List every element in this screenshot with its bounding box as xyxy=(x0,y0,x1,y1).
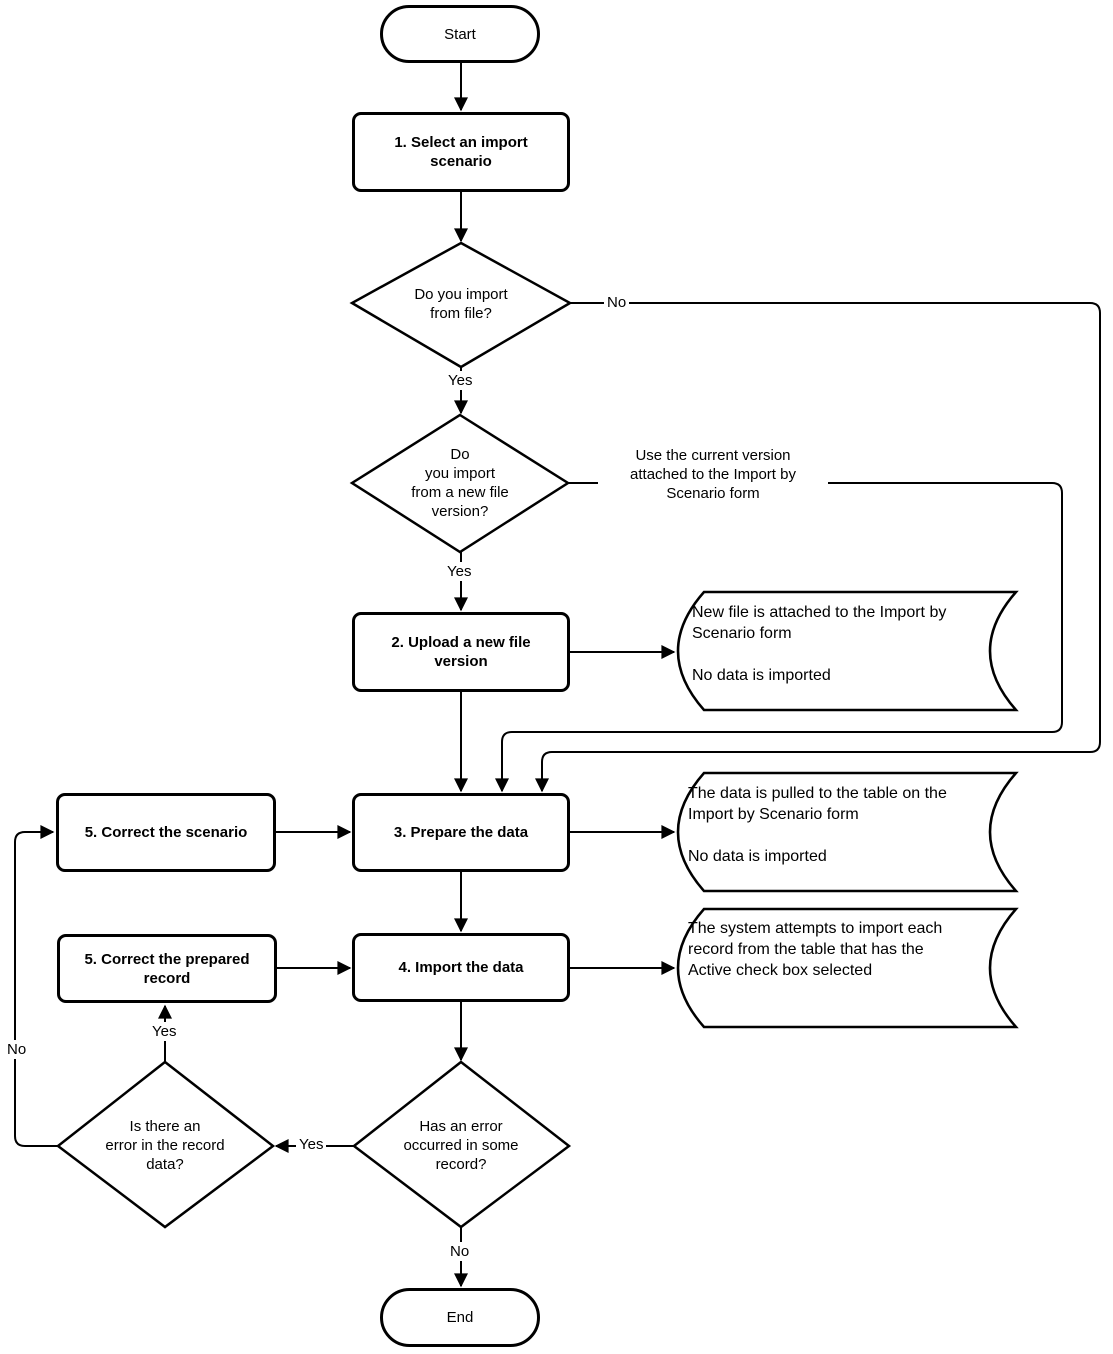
edge-label-no-import-file: No xyxy=(604,293,630,312)
edge-label-yes-error-occurred: Yes xyxy=(296,1135,327,1154)
annotation-import-result: The system attempts to import each recor… xyxy=(688,920,943,979)
stored-data-prepare-result-shape xyxy=(676,771,1019,893)
connector-record-error-no-to-step5-scenario xyxy=(14,825,58,1147)
process-import-the-data: 4. Import the data xyxy=(352,933,570,1002)
stored-data-import-result-shape xyxy=(676,907,1019,1029)
connector-decision-file-no-to-step3 xyxy=(535,302,1101,793)
stored-data-upload-result-shape xyxy=(676,590,1019,712)
start-label: Start xyxy=(444,25,476,43)
process-prepare-the-data-label: 3. Prepare the data xyxy=(393,824,529,841)
process-import-the-data-label: 4. Import the data xyxy=(398,959,524,976)
decision-import-from-file-shape xyxy=(349,241,573,369)
start-terminator: Start xyxy=(380,5,540,63)
edge-label-yes-new-version: Yes xyxy=(444,562,475,581)
edge-label-use-current-version: Use the current version attached to the … xyxy=(598,446,828,503)
process-correct-the-scenario-label: 5. Correct the scenario xyxy=(84,824,248,841)
process-correct-the-scenario: 5. Correct the scenario xyxy=(56,793,276,872)
decision-error-occurred-shape xyxy=(351,1060,572,1229)
decision-new-file-version-shape xyxy=(349,413,571,554)
decision-record-error-shape xyxy=(55,1060,276,1229)
process-correct-the-prepared-record-label: 5. Correct the prepared record xyxy=(84,950,250,987)
end-terminator: End xyxy=(380,1288,540,1347)
process-upload-new-file-version: 2. Upload a new file version xyxy=(352,612,570,692)
edge-label-no-error-occurred: No xyxy=(447,1242,473,1261)
connector-decision-version-current-to-step3 xyxy=(495,482,1063,793)
process-correct-the-prepared-record: 5. Correct the prepared record xyxy=(57,934,277,1003)
edge-label-yes-record-error: Yes xyxy=(149,1022,180,1041)
annotation-upload-result: New file is attached to the Import by Sc… xyxy=(692,604,947,684)
annotation-prepare-result: The data is pulled to the table on the I… xyxy=(688,785,947,865)
edge-label-no-record-error: No xyxy=(4,1040,30,1059)
process-select-import-scenario-label: 1. Select an import scenario xyxy=(394,134,528,170)
process-upload-new-file-version-label: 2. Upload a new file version xyxy=(391,634,531,670)
edge-label-yes-import-file: Yes xyxy=(445,371,476,390)
process-select-import-scenario: 1. Select an import scenario xyxy=(352,112,570,192)
process-prepare-the-data: 3. Prepare the data xyxy=(352,793,570,872)
end-label: End xyxy=(446,1309,474,1326)
